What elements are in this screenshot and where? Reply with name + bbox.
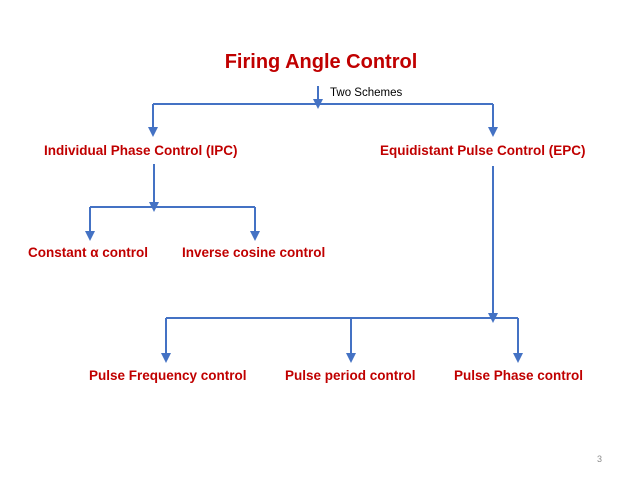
node-constant-alpha: Constant α control <box>28 245 148 260</box>
node-pulse-phase: Pulse Phase control <box>454 368 583 383</box>
node-inverse-cosine: Inverse cosine control <box>182 245 325 260</box>
node-ipc: Individual Phase Control (IPC) <box>44 143 238 158</box>
node-pulse-period: Pulse period control <box>285 368 416 383</box>
node-pulse-frequency: Pulse Frequency control <box>89 368 247 383</box>
node-epc: Equidistant Pulse Control (EPC) <box>380 143 586 158</box>
page-number: 3 <box>597 454 602 464</box>
page-title: Firing Angle Control <box>225 51 418 73</box>
subtitle-two-schemes: Two Schemes <box>330 87 402 99</box>
